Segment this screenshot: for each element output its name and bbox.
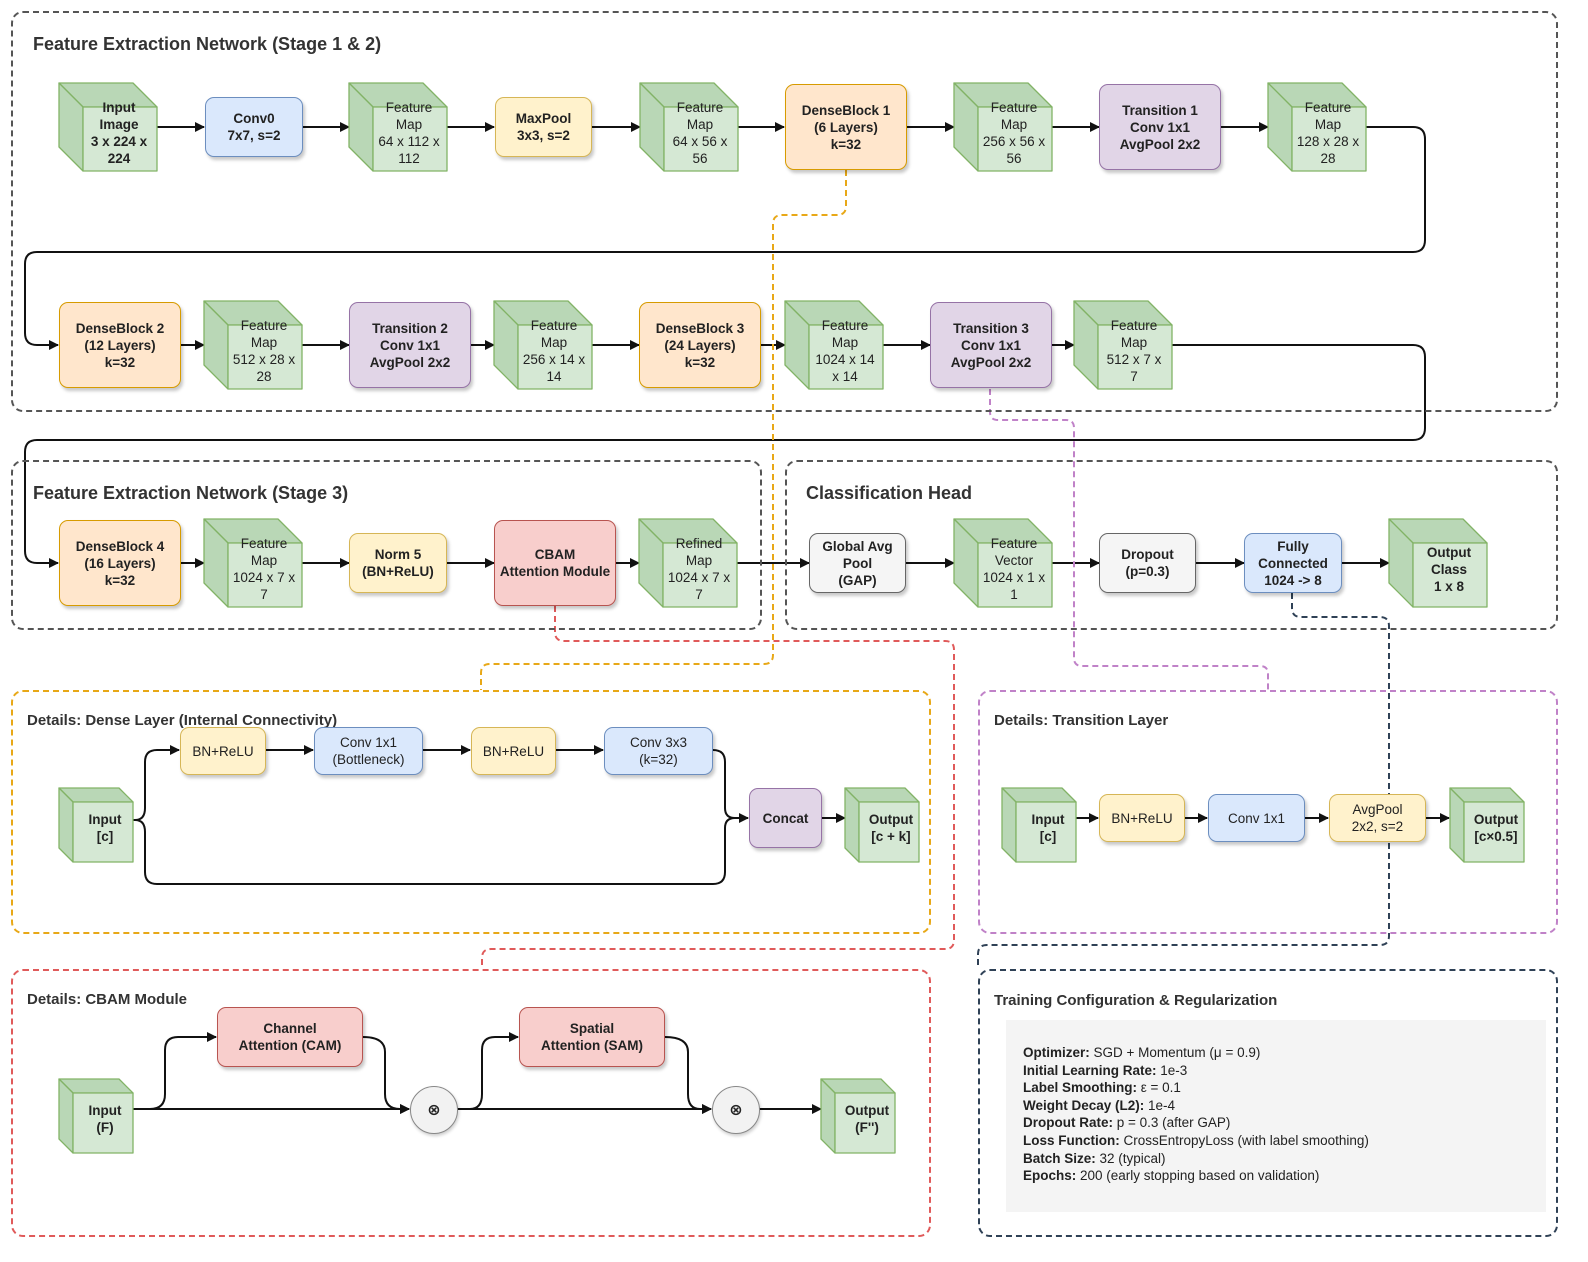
feature-vector-cube: Feature Vector 1024 x 1 x 1 — [953, 518, 1053, 608]
transition3-block: Transition 3 Conv 1x1 AvgPool 2x2 — [930, 302, 1052, 388]
denseblock4-block: DenseBlock 4 (16 Layers) k=32 — [59, 520, 181, 606]
denseblock1-block: DenseBlock 1 (6 Layers) k=32 — [785, 84, 907, 170]
denseblock3-block: DenseBlock 3 (24 Layers) k=32 — [639, 302, 761, 388]
head-region: Classification Head — [785, 460, 1558, 630]
region-title: Feature Extraction Network (Stage 3) — [33, 483, 349, 503]
transition1-block: Transition 1 Conv 1x1 AvgPool 2x2 — [1099, 84, 1221, 170]
transition-input-cube: Input [c] — [1001, 787, 1100, 876]
region-title: Training Configuration & Regularization — [994, 992, 1278, 1009]
multiply-icon: ⊗ — [712, 1086, 760, 1134]
feature-map-cube: Feature Map 64 x 112 x 112 — [348, 82, 448, 172]
training-config-panel: Optimizer: SGD + Momentum (μ = 0.9) Init… — [1006, 1020, 1546, 1212]
bn-relu-block: BN+ReLU — [471, 727, 556, 775]
transition2-block: Transition 2 Conv 1x1 AvgPool 2x2 — [349, 302, 471, 388]
cbam-input-cube: Input (F) — [58, 1078, 157, 1167]
region-title: Feature Extraction Network (Stage 1 & 2) — [33, 34, 382, 54]
region-title: Details: Transition Layer — [994, 712, 1169, 729]
dropout-block: Dropout (p=0.3) — [1099, 533, 1196, 593]
dense-input-cube: Input [c] — [58, 787, 157, 876]
output-class-cube: Output Class 1 x 8 — [1388, 518, 1488, 608]
transition-detail-region: Details: Transition Layer — [978, 690, 1558, 934]
cbam-detail-region: Details: CBAM Module — [11, 969, 931, 1237]
training-region: Training Configuration & Regularization — [978, 969, 1558, 1237]
stage3-region: Feature Extraction Network (Stage 3) — [11, 460, 762, 630]
channel-attention-block: Channel Attention (CAM) — [217, 1007, 363, 1067]
avgpool-block: AvgPool 2x2, s=2 — [1329, 794, 1426, 842]
conv3x3-block: Conv 3x3 (k=32) — [604, 727, 713, 775]
region-title: Classification Head — [806, 483, 973, 503]
feature-map-cube: Feature Map 256 x 56 x 56 — [953, 82, 1053, 172]
feature-map-cube: Feature Map 1024 x 14 x 14 — [784, 300, 884, 390]
config-row: Weight Decay (L2): 1e-4 — [1023, 1097, 1176, 1113]
conv0-block: Conv0 7x7, s=2 — [205, 97, 303, 157]
region-title: Details: CBAM Module — [27, 991, 188, 1008]
feature-map-cube: Feature Map 1024 x 7 x 7 — [203, 518, 303, 608]
config-row: Dropout Rate: p = 0.3 (after GAP) — [1023, 1115, 1231, 1131]
conv1x1-block: Conv 1x1 — [1208, 794, 1305, 842]
region-title: Details: Dense Layer (Internal Connectiv… — [27, 712, 338, 729]
config-row: Initial Learning Rate: 1e-3 — [1023, 1062, 1188, 1078]
bn-relu-block: BN+ReLU — [180, 727, 266, 775]
multiply-icon: ⊗ — [410, 1086, 458, 1134]
concat-block: Concat — [749, 788, 822, 848]
config-row: Optimizer: SGD + Momentum (μ = 0.9) — [1023, 1045, 1261, 1060]
config-row: Loss Function: CrossEntropyLoss (with la… — [1023, 1132, 1369, 1148]
bn-relu-block: BN+ReLU — [1099, 794, 1185, 842]
transition-output-cube: Output [c×0.5] — [1449, 787, 1548, 876]
conv1x1-block: Conv 1x1 (Bottleneck) — [314, 727, 423, 775]
spatial-attention-block: Spatial Attention (SAM) — [519, 1007, 665, 1067]
dense-output-cube: Output [c + k] — [844, 787, 943, 876]
config-row: Batch Size: 32 (typical) — [1023, 1150, 1166, 1166]
feature-map-cube: Feature Map 64 x 56 x 56 — [639, 82, 739, 172]
input-image-cube: Input Image 3 x 224 x 224 — [58, 82, 158, 172]
norm5-block: Norm 5 (BN+ReLU) — [349, 533, 447, 593]
feature-map-cube: Feature Map 512 x 7 x 7 — [1073, 300, 1173, 390]
cbam-output-cube: Output (F'') — [820, 1078, 919, 1167]
denseblock2-block: DenseBlock 2 (12 Layers) k=32 — [59, 302, 181, 388]
feature-map-cube: Feature Map 512 x 28 x 28 — [203, 300, 303, 390]
fully-connected-block: Fully Connected 1024 -> 8 — [1244, 533, 1342, 593]
config-row: Epochs: 200 (early stopping based on val… — [1023, 1168, 1320, 1184]
feature-map-cube: Feature Map 256 x 14 x 14 — [493, 300, 593, 390]
refined-map-cube: Refined Map 1024 x 7 x 7 — [638, 518, 738, 608]
maxpool-block: MaxPool 3x3, s=2 — [495, 97, 592, 157]
config-row: Label Smoothing: ε = 0.1 — [1023, 1080, 1181, 1096]
gap-block: Global Avg Pool (GAP) — [809, 533, 906, 593]
stage12-region: Feature Extraction Network (Stage 1 & 2) — [11, 11, 1558, 412]
feature-map-cube: Feature Map 128 x 28 x 28 — [1267, 82, 1367, 172]
cbam-block: CBAM Attention Module — [494, 520, 616, 606]
dense-detail-region: Details: Dense Layer (Internal Connectiv… — [11, 690, 931, 934]
